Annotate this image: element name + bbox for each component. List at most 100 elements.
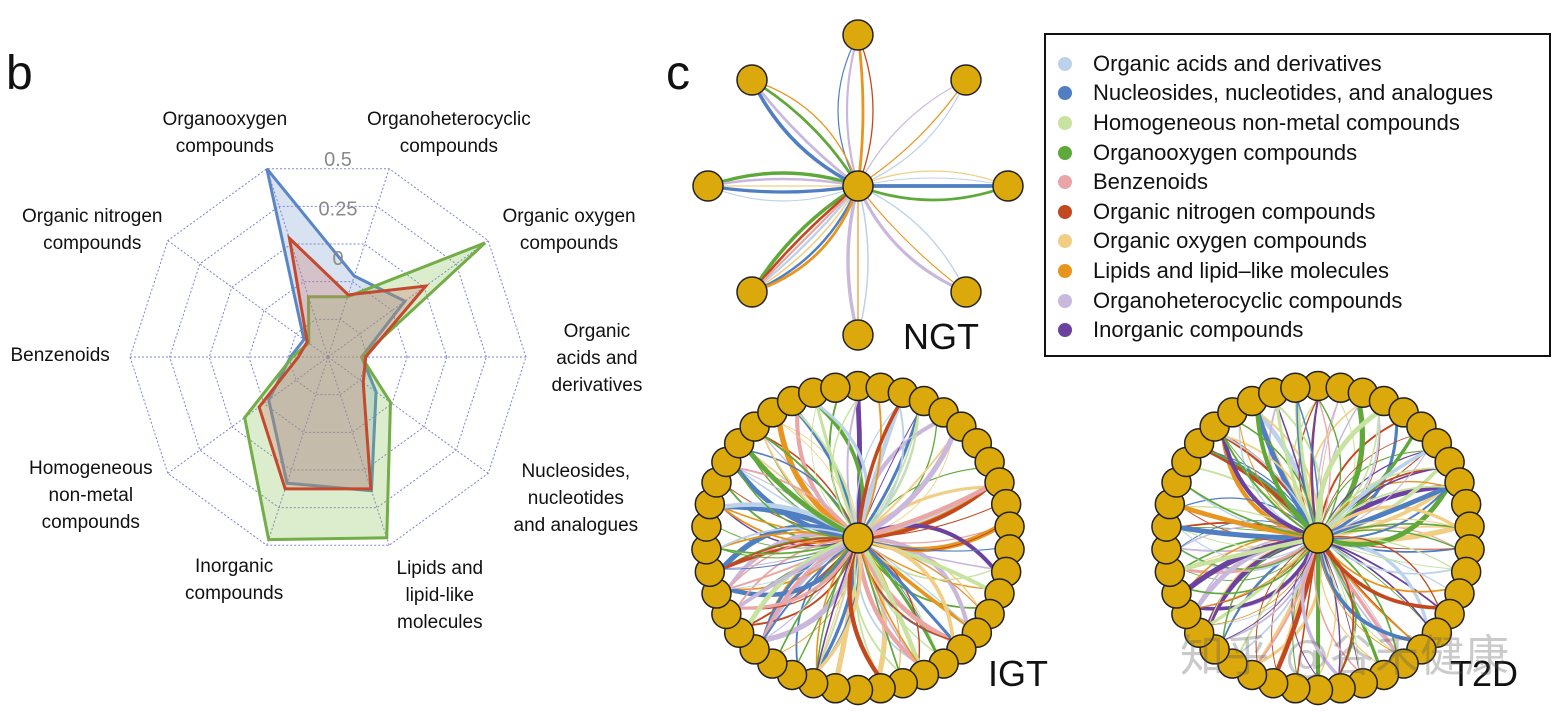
legend-swatch [1058,56,1072,71]
network-edge [1275,403,1324,539]
radar-axis-label: Benzenoids [11,342,110,369]
network-edge [1300,536,1341,678]
network-node [842,170,874,202]
radar-tick-label: 0.5 [324,149,352,171]
network-edge [1317,537,1398,655]
radar-spoke [266,168,329,358]
network-edge [1317,536,1440,609]
radar-axis-label-line: Inorganic [195,556,274,577]
network-edges [717,395,1001,679]
network-edge [831,397,859,539]
network-edge [726,537,859,591]
panel-b-letter: b [6,47,33,100]
network-node [736,276,768,308]
network-edge [750,184,860,294]
legend-item: Organic acids and derivatives [1058,49,1549,79]
network-edge [857,79,967,187]
radar-axis-label-line: Lipids and [396,558,484,579]
legend-label: Organic acids and derivatives [1093,50,1382,76]
legend-swatch [1058,115,1072,130]
network-edge [1317,537,1341,677]
network-edge [857,34,874,187]
network-label-igt: IGT [988,653,1048,694]
network-edge [750,78,860,188]
radar-spoke [327,168,390,358]
network-edge [1316,536,1441,610]
network-edge [845,33,860,188]
network-edge [750,184,860,294]
network-edge [853,537,880,678]
network-edge [1317,467,1440,539]
legend-label: Organooxygen compounds [1093,139,1358,165]
legend-item: Organooxygen compounds [1058,138,1549,168]
network-edge [1317,537,1398,654]
network-edge [717,527,859,550]
network-edge [1315,484,1451,547]
radar-spoke [327,356,390,546]
legend-item: Inorganic compounds [1058,315,1549,345]
network-edge [815,536,863,674]
network-edge [1255,409,1321,541]
legend-label: Nucleosides, nucleotides, and analogues [1093,80,1493,106]
network-edge [796,411,859,539]
network-edge [855,484,991,541]
network-edge [856,184,1010,202]
legend-item: Organic nitrogen compounds [1058,197,1549,227]
network-edge [750,184,860,294]
legend-label: Lipids and lipid–like molecules [1093,257,1389,283]
radar-axis-label-line: non-metal [48,485,134,506]
network-edge [747,450,859,539]
radar-spoke [167,240,329,358]
network-node [950,64,982,96]
radar-axis-label-line: Organic nitrogen [22,206,163,227]
legend-swatch [1058,175,1072,190]
radar-axis-label-line: acids and [556,348,638,369]
network-edge [1317,537,1456,575]
watermark: 知乎 @谷禾健康 [1180,631,1510,682]
network-edge [1317,450,1428,539]
network-edge [857,411,920,539]
network-edge [735,467,859,539]
network-edge [815,536,860,674]
network-label-t2d: T2D [1450,653,1519,694]
legend-item: Homogeneous non-metal compounds [1058,108,1549,138]
radar-axis-label-line: compounds [185,583,284,604]
radar-axis-label-line: Benzenoids [10,345,110,366]
radar-axis-label: Inorganic compounds [185,553,283,607]
network-edge [750,184,860,294]
radar-axis-label-line: Organooxygen [162,109,288,130]
radar-axis-label-line: molecules [397,612,483,633]
radar-series-2 [257,234,430,491]
legend-item: Organoheterocyclic compounds [1058,286,1549,316]
network-edge [735,536,860,610]
network-node [842,319,874,351]
network-edge [751,79,859,187]
network-edge [707,185,859,202]
network-edge [1177,526,1319,561]
radar-axis-label-line: nucleotides [527,488,624,509]
network-node [820,372,851,403]
network-edge [706,177,860,188]
radar-spoke [167,356,329,474]
network-edge [1238,421,1319,539]
network-edge [857,170,1009,187]
network-edge [736,537,859,609]
legend-label: Organoheterocyclic compounds [1093,287,1403,313]
network-node [992,170,1024,202]
panel-c-letter: c [666,47,690,100]
network-edge [846,397,859,539]
network-edge [720,505,859,544]
network-edge [856,33,865,188]
legend-label: Benzenoids [1093,169,1208,195]
network-edge [1256,537,1319,665]
network-edge [750,184,860,294]
network-edge [855,535,956,643]
network-edge [857,177,1009,187]
network-edge [1196,537,1319,609]
legend-label: Inorganic compounds [1093,317,1304,343]
